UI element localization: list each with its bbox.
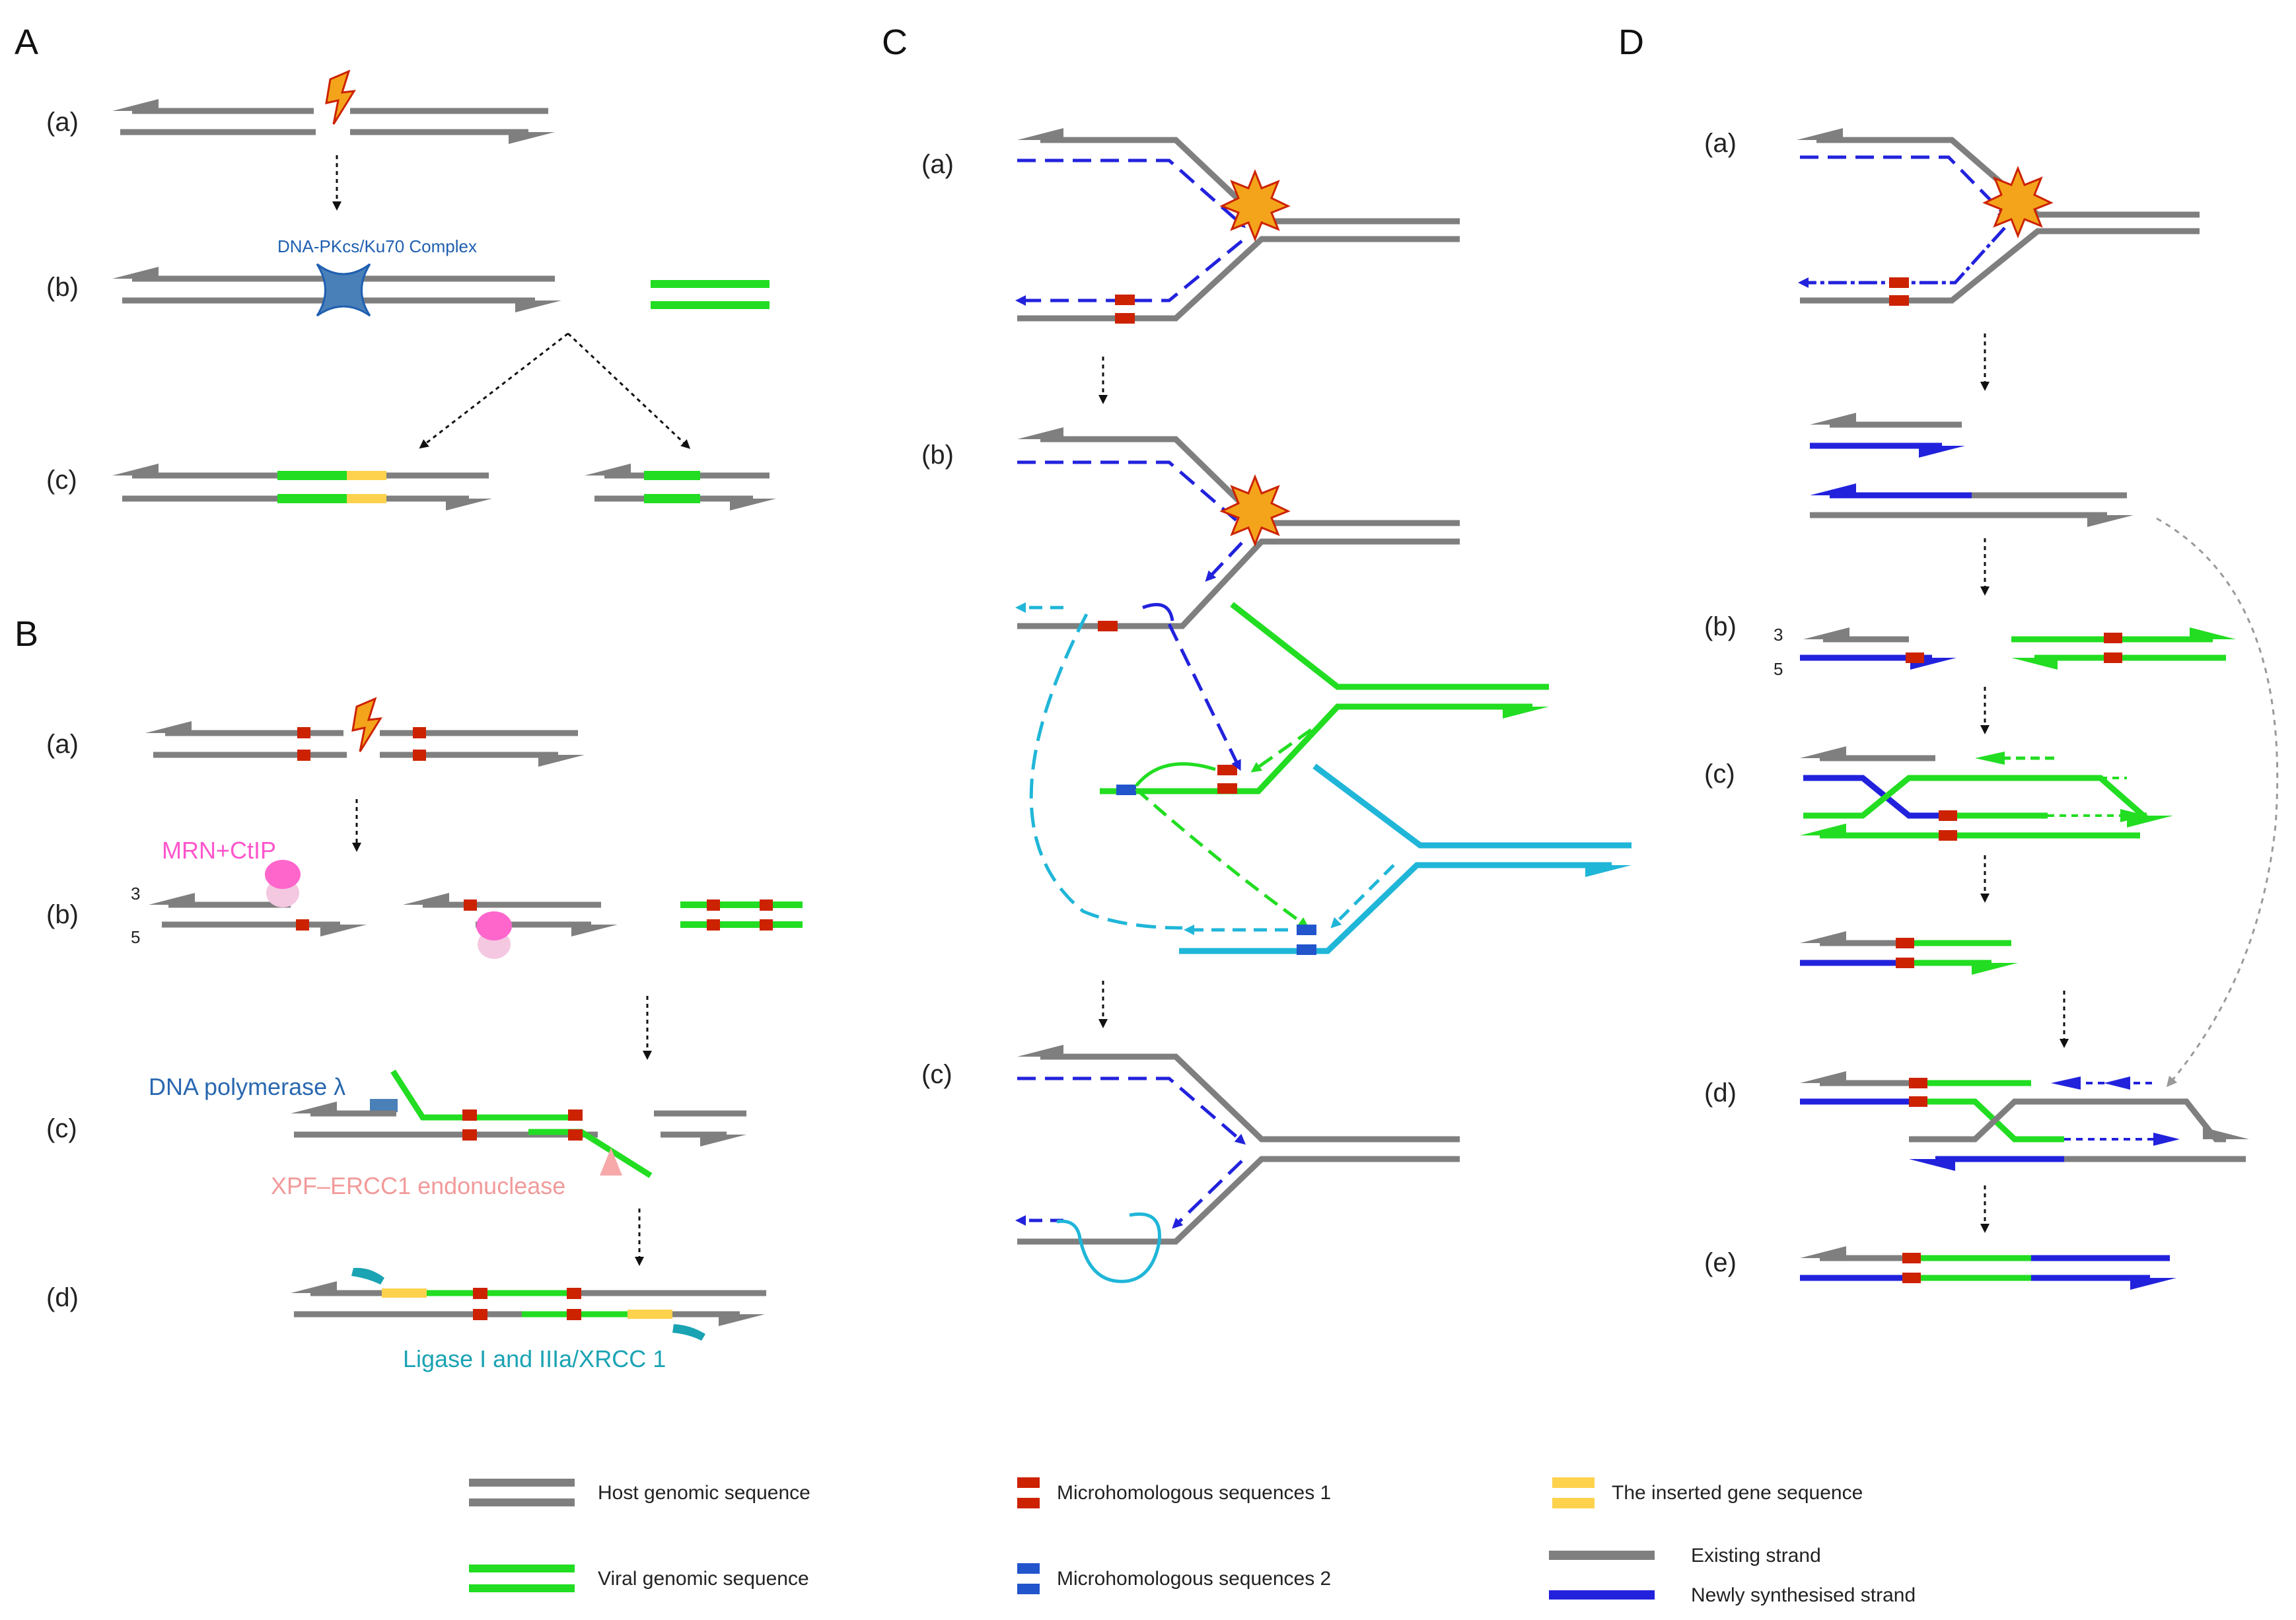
panel-c-fork-b — [1015, 427, 1460, 631]
sister-reuse-arrow — [2156, 517, 2279, 1088]
fork-stall-icon-d — [1982, 165, 2054, 239]
arrow-b-to-c-right — [567, 332, 691, 449]
panel-d-second-invasion — [1800, 1071, 2249, 1171]
panel-a-host-duplex-broken — [112, 99, 555, 144]
panel-d-viral-template — [2011, 627, 2236, 670]
legend-existing-label: Existing strand — [1691, 1545, 1821, 1567]
panel-b-viral-duplex — [680, 899, 803, 931]
panel-c-fork-a — [1015, 128, 1460, 324]
legend-host-label: Host genomic sequence — [598, 1482, 810, 1504]
panel-a: A (a) (b) DNA-PKcs/Ku70 Complex — [15, 22, 776, 511]
legend-viral-label: Viral genomic sequence — [598, 1568, 809, 1590]
panel-d-step-c: (c) — [1704, 759, 1735, 789]
legend-viral: Viral genomic sequence — [469, 1565, 809, 1592]
dna-polymerase-label: DNA polymerase λ — [149, 1073, 345, 1100]
ligase-icon-right — [672, 1324, 705, 1341]
panel-d-label: D — [1618, 22, 1644, 62]
panel-c-step-a: (a) — [921, 150, 954, 179]
panel-b-ligated — [291, 1281, 766, 1326]
strand-3-label: 3 — [131, 884, 140, 903]
panel-a-step-a: (a) — [46, 108, 79, 137]
legend-host: Host genomic sequence — [469, 1479, 810, 1506]
template-switch-blue — [1167, 623, 1241, 771]
fork-stall-icon-b — [1219, 474, 1291, 547]
panel-d-step-b: (b) — [1704, 612, 1737, 641]
legend-inserted-label: The inserted gene sequence — [1612, 1482, 1863, 1504]
panel-b-label: B — [15, 614, 38, 654]
panel-a-step-b: (b) — [46, 273, 79, 302]
viral-duplex — [651, 280, 770, 309]
panel-c-step-b: (b) — [921, 440, 954, 470]
panel-d-intermediate-product — [1800, 931, 2018, 975]
panel-c-viral-fork — [1100, 602, 1549, 795]
legend: Host genomic sequence Viral genomic sequ… — [469, 1477, 1916, 1606]
panel-b-annealed — [291, 1069, 746, 1178]
legend-new: Newly synthesised strand — [1549, 1584, 1916, 1606]
fork-stall-icon-a — [1219, 168, 1291, 242]
legend-micro2-label: Microhomologous sequences 2 — [1057, 1568, 1331, 1590]
panel-a-product-insertion — [112, 464, 492, 511]
legend-new-label: Newly synthesised strand — [1691, 1584, 1916, 1606]
panel-a-label: A — [15, 22, 38, 62]
polymerase-icon — [370, 1099, 398, 1112]
lightning-icon — [325, 69, 356, 125]
panel-c-label: C — [882, 22, 908, 62]
ligase-label: Ligase I and IIIa/XRCC 1 — [403, 1345, 666, 1372]
mrn-ctip-icon-left — [265, 860, 301, 907]
panel-d: D (a) (b) — [1618, 22, 2279, 1290]
panel-c-step-c: (c) — [921, 1060, 952, 1089]
panel-b-host-duplex-broken — [145, 721, 585, 767]
panel-d-sister-duplex — [1810, 483, 2134, 527]
ku70-complex-icon — [316, 263, 371, 317]
lightning-icon-b — [351, 697, 382, 752]
panel-d-step-e: (e) — [1704, 1248, 1737, 1277]
panel-b-step-d: (d) — [46, 1283, 79, 1312]
panel-b-step-b: (b) — [46, 900, 79, 929]
panel-b-step-c: (c) — [46, 1114, 77, 1143]
d-strand-5-label: 5 — [1774, 659, 1783, 679]
panel-d-broken-end — [1810, 413, 1965, 458]
xpf-ercc1-label: XPF–ERCC1 endonuclease — [271, 1172, 565, 1199]
mrn-ctip-icon-right — [476, 911, 512, 959]
template-switch-cyan — [1029, 613, 1183, 930]
legend-existing: Existing strand — [1549, 1545, 1821, 1567]
panel-d-invasion-viral — [1800, 746, 2173, 841]
panel-b: B (a) (b) MRN+CtIP 3 5 — [15, 614, 803, 1372]
panel-b-step-a: (a) — [46, 730, 79, 759]
panel-a-product-direct — [585, 464, 776, 511]
panel-b-resected-left — [149, 893, 367, 936]
ligase-icon-left — [351, 1267, 384, 1285]
panel-c: C (a) (b) — [882, 22, 1632, 1283]
arrow-b-to-c-left — [419, 332, 569, 449]
xpf-ercc1-icon — [600, 1148, 622, 1176]
template-switch-green — [1135, 788, 1309, 928]
panel-a-step-c: (c) — [46, 466, 77, 495]
panel-c-cyan-fork — [1179, 763, 1632, 955]
ku70-complex-label: DNA-PKcs/Ku70 Complex — [277, 236, 477, 256]
legend-micro2: Microhomologous sequences 2 — [1017, 1563, 1331, 1594]
panel-d-final-product — [1800, 1246, 2176, 1290]
panel-c-fork-c — [1015, 1045, 1460, 1283]
panel-d-resected-end — [1800, 627, 1956, 670]
d-strand-3-label: 3 — [1774, 625, 1783, 645]
strand-5-label: 5 — [131, 927, 140, 947]
mrn-ctip-label: MRN+CtIP — [162, 837, 276, 864]
viral-new-strand — [1250, 728, 1312, 773]
legend-micro1-label: Microhomologous sequences 1 — [1057, 1482, 1331, 1504]
panel-d-step-a: (a) — [1704, 129, 1737, 158]
legend-micro1: Microhomologous sequences 1 — [1017, 1477, 1331, 1508]
legend-inserted: The inserted gene sequence — [1552, 1477, 1863, 1508]
panel-d-step-d: (d) — [1704, 1078, 1737, 1108]
